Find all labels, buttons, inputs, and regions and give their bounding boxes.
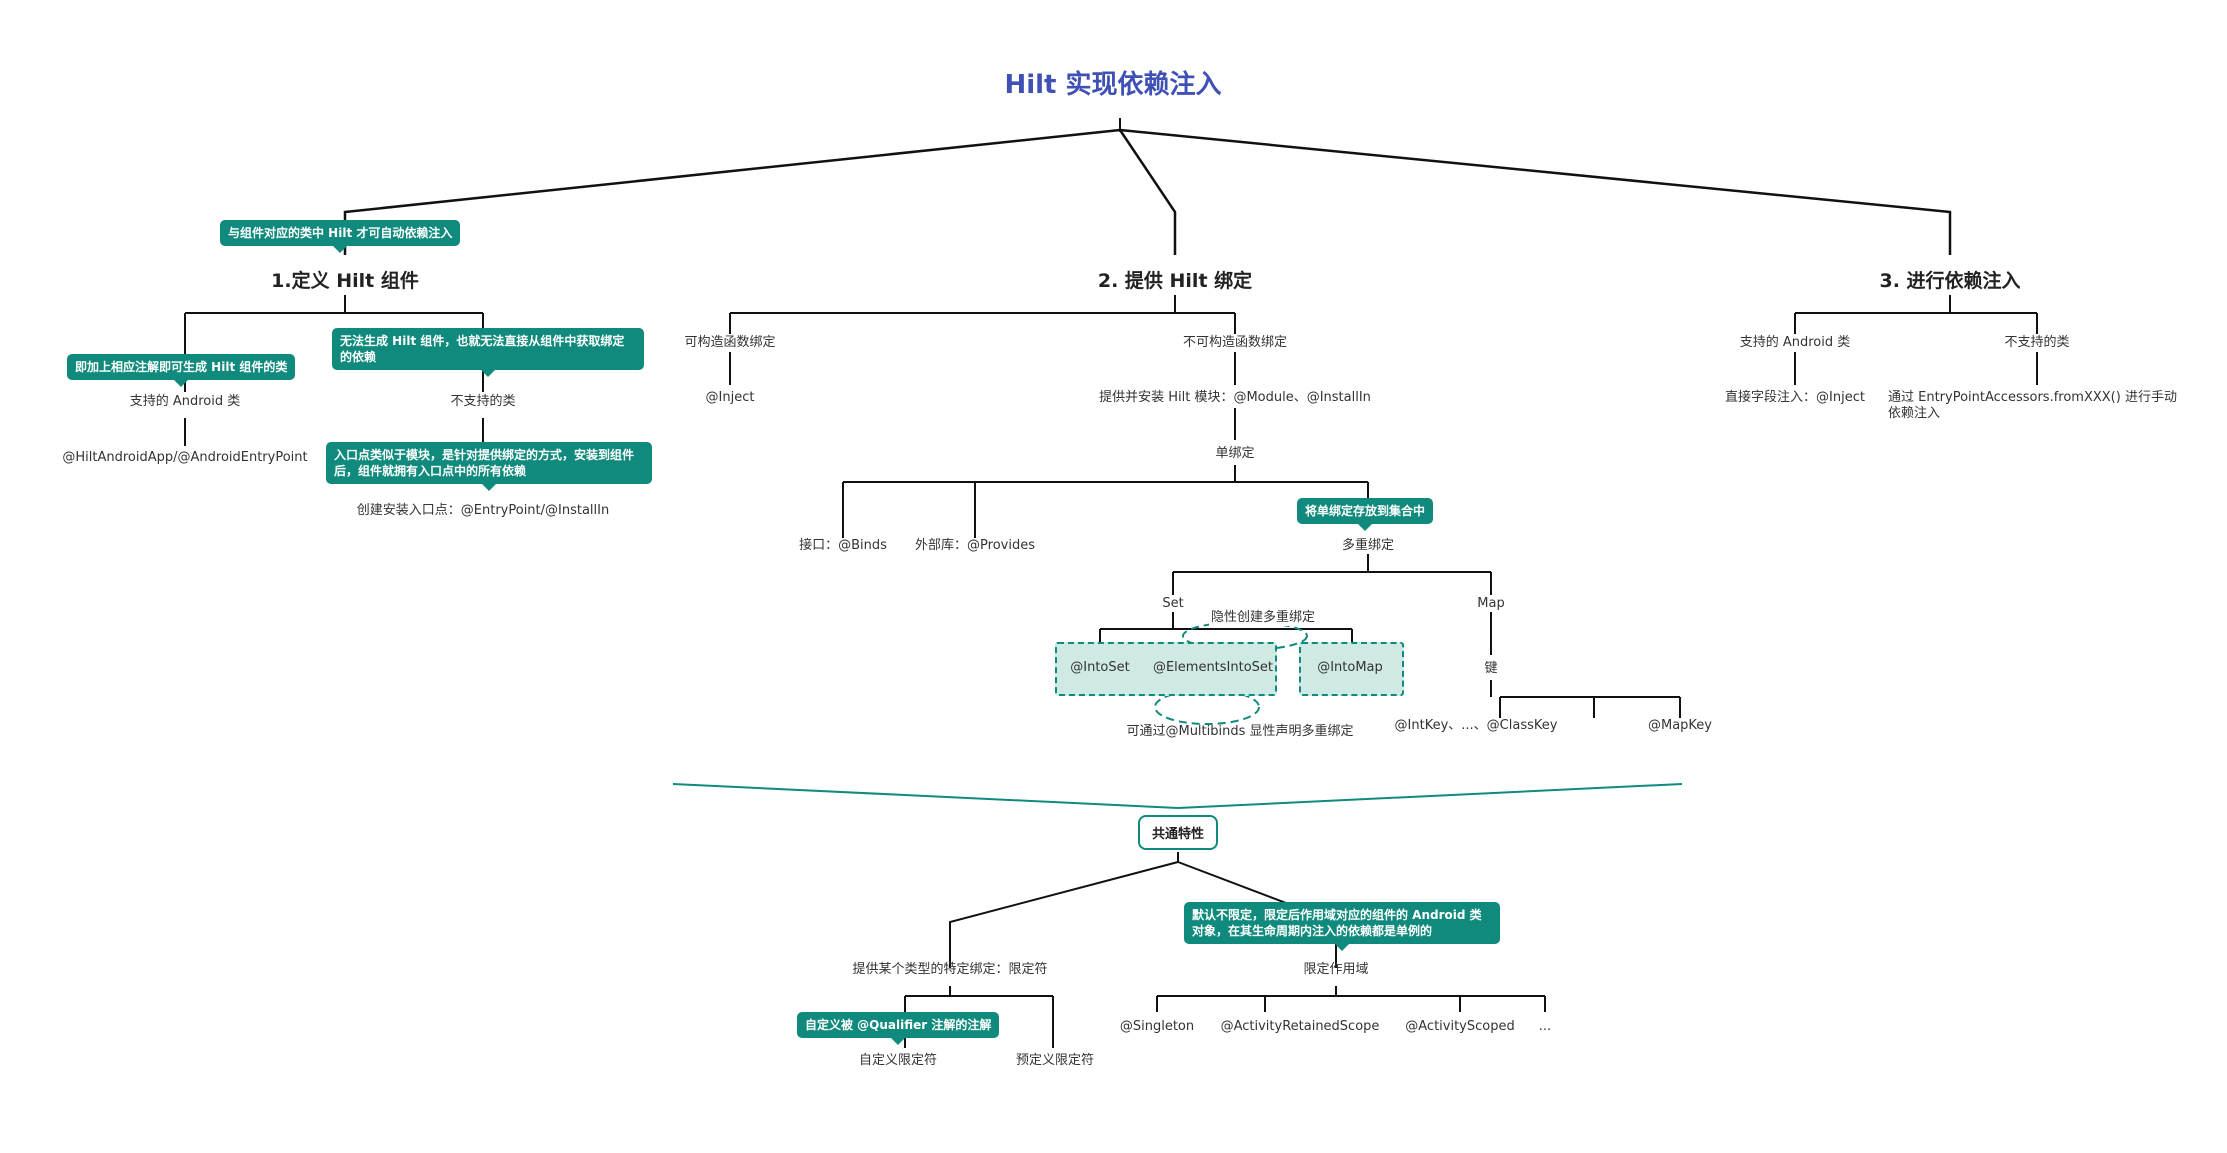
single-binding-label: 单绑定 [1215, 446, 1255, 461]
entry-point-label: 创建安装入口点：@EntryPoint/@InstallIn [356, 503, 610, 518]
inject-unsupported-label: 不支持的类 [2004, 335, 2070, 350]
constructable-binding-label: 可构造函数绑定 [684, 335, 776, 350]
supported-class-callout: 即加上相应注解即可生成 Hilt 组件的类 [67, 354, 296, 387]
implicit-multibinding-label: 隐性创建多重绑定 [1208, 610, 1318, 626]
supported-class-label: 支持的 Android 类 [129, 394, 241, 409]
hilt-android-annotation: @HiltAndroidApp/@AndroidEntryPoint [62, 450, 308, 465]
qualifier-callout: 自定义被 @Qualifier 注解的注解 [797, 1012, 1000, 1045]
multibinding-label: 多重绑定 [1341, 538, 1395, 553]
key-label: 键 [1484, 661, 1498, 676]
activity-retained-scope: @ActivityRetainedScope [1220, 1019, 1380, 1034]
unsupported-class-callout: 无法生成 Hilt 组件，也就无法直接从组件中获取绑定的依赖 [332, 328, 644, 377]
section-provide-heading: 2. 提供 Hilt 绑定 [1097, 270, 1253, 292]
diagram-title: Hilt 实现依赖注入 [1004, 70, 1222, 100]
more-scopes: ... [1538, 1019, 1552, 1034]
unsupported-class-label: 不支持的类 [450, 394, 516, 409]
predefined-qualifier-label: 预定义限定符 [1015, 1053, 1095, 1068]
custom-qualifier-label: 自定义限定符 [858, 1053, 938, 1068]
section-define-heading: 1.定义 Hilt 组件 [271, 270, 419, 292]
elements-into-set-annotation: @ElementsIntoSet [1152, 660, 1274, 675]
map-key-annotation: @MapKey [1647, 718, 1713, 733]
map-label: Map [1477, 596, 1505, 611]
field-injection-label: 直接字段注入：@Inject [1725, 390, 1865, 405]
scope-label: 限定作用域 [1303, 962, 1369, 977]
entry-point-callout: 入口点类似于模块，是针对提供绑定的方式，安装到组件后，组件就拥有入口点中的所有依… [326, 442, 652, 491]
singleton-scope: @Singleton [1119, 1019, 1195, 1034]
key-annotations: @IntKey、...、@ClassKey [1394, 718, 1558, 733]
set-annotations-box [1055, 642, 1277, 696]
module-label: 提供并安装 Hilt 模块：@Module、@InstallIn [1099, 390, 1371, 405]
inject-annotation: @Inject [705, 390, 755, 405]
common-features-node: 共通特性 [1137, 815, 1219, 850]
qualifier-branch-label: 提供某个类型的特定绑定：限定符 [852, 962, 1048, 977]
component-callout: 与组件对应的类中 Hilt 才可自动依赖注入 [220, 220, 461, 253]
into-set-annotation: @IntoSet [1070, 660, 1130, 675]
scope-callout: 默认不限定，限定后作用域对应的组件的 Android 类对象，在其生命周期内注入… [1184, 902, 1500, 951]
section-inject-heading: 3. 进行依赖注入 [1879, 270, 2021, 292]
binds-label: 接口：@Binds [799, 538, 887, 553]
multibinds-label: 可通过@Multibinds 显性声明多重绑定 [1126, 724, 1354, 739]
set-label: Set [1162, 596, 1184, 611]
entry-accessors-label: 通过 EntryPointAccessors.fromXXX() 进行手动依赖注… [1888, 390, 2177, 421]
activity-scoped: @ActivityScoped [1405, 1019, 1515, 1034]
into-map-annotation: @IntoMap [1317, 660, 1383, 675]
provides-label: 外部库：@Provides [915, 538, 1035, 553]
inject-supported-label: 支持的 Android 类 [1739, 335, 1851, 350]
multibinding-callout: 将单绑定存放到集合中 [1297, 498, 1434, 531]
non-constructable-binding-label: 不可构造函数绑定 [1182, 335, 1288, 350]
map-annotation-box [1299, 642, 1404, 696]
